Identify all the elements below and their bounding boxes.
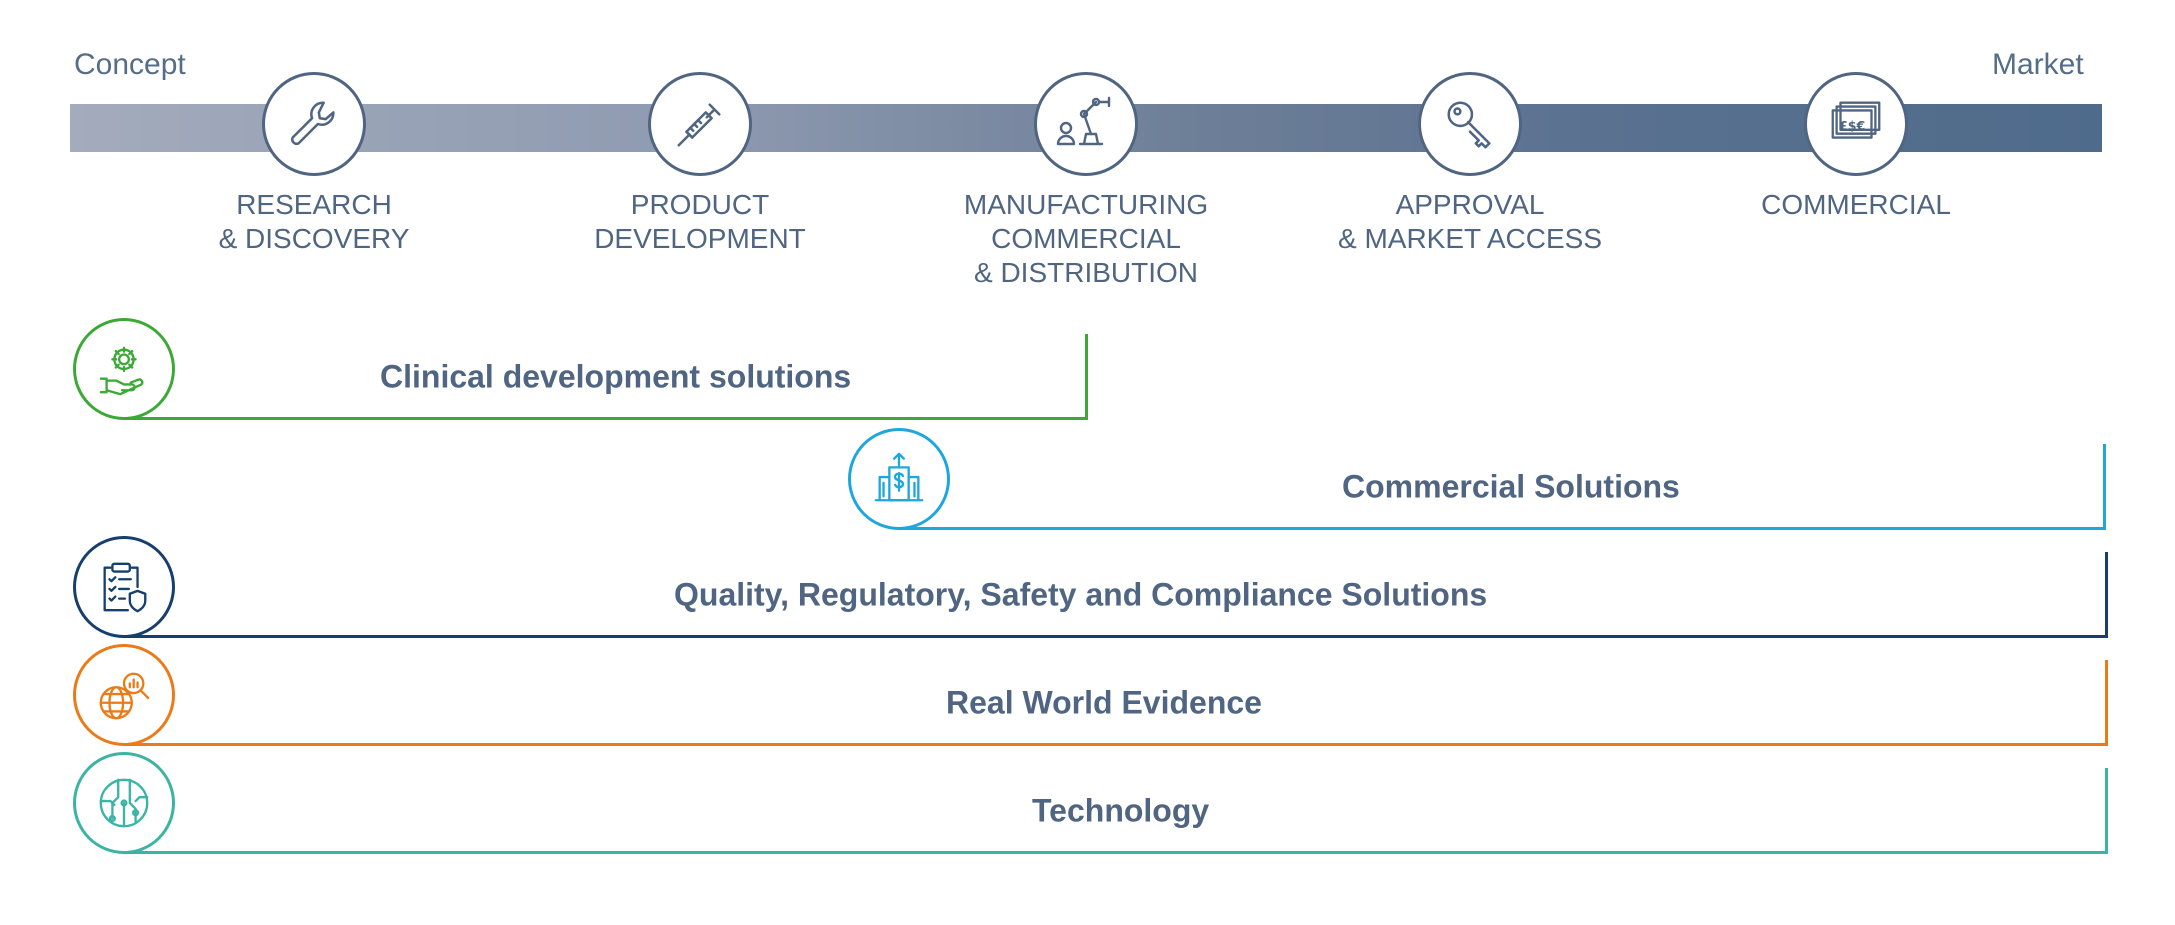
clipboard-shield-icon [73,536,175,638]
band-title: Clinical development solutions [380,358,852,395]
stage-research-discovery: RESEARCH & DISCOVERY [164,72,464,256]
band-quality-regulatory: Quality, Regulatory, Safety and Complian… [124,552,2108,638]
band-frame [124,334,1088,420]
band-technology: Technology [124,768,2108,854]
circuit-icon [73,752,175,854]
stage-label: COMMERCIAL [1761,189,1951,220]
market-label: Market [1992,48,2084,81]
stage-approval-market-access: APPROVAL & MARKET ACCESS [1320,72,1620,256]
band-frame [124,552,2108,638]
stage-label: MANUFACTURING COMMERCIAL & DISTRIBUTION [963,189,1209,288]
stage-circle [1034,72,1138,176]
stage-circle [648,72,752,176]
band-title: Commercial Solutions [1342,468,1680,505]
band-title: Technology [1032,792,1210,829]
concept-label: Concept [74,48,186,81]
globe-magnifier-icon [73,644,175,746]
stage-circle [262,72,366,176]
stage-label: RESEARCH & DISCOVERY [218,189,410,254]
currency-notes-icon: £$€ [1831,101,1881,139]
stage-product-development: PRODUCT DEVELOPMENT [550,72,850,256]
robotic-arm-icon [1056,96,1111,146]
syringe-icon [677,103,721,147]
band-real-world-evidence: Real World Evidence [124,660,2108,746]
stage-circle [1418,72,1522,176]
stage-label: PRODUCT DEVELOPMENT [594,189,806,254]
stage-commercial: £$€ COMMERCIAL [1706,72,2006,222]
stage-label: APPROVAL & MARKET ACCESS [1337,189,1602,254]
key-icon [1447,101,1491,149]
band-clinical-development: Clinical development solutions [124,334,1088,420]
stage-circle: £$€ [1804,72,1908,176]
band-frame [124,660,2108,746]
band-title: Quality, Regulatory, Safety and Complian… [674,576,1488,613]
band-frame [900,444,2106,530]
dollar-building-icon [848,428,950,530]
band-frame [124,768,2108,854]
band-title: Real World Evidence [946,684,1262,721]
band-commercial-solutions: Commercial Solutions [900,444,2106,530]
stage-manufacturing: MANUFACTURING COMMERCIAL & DISTRIBUTION [936,72,1236,290]
wrench-icon [291,101,335,145]
gear-hand-icon [73,318,175,420]
svg-text:£$€: £$€ [1839,118,1865,133]
